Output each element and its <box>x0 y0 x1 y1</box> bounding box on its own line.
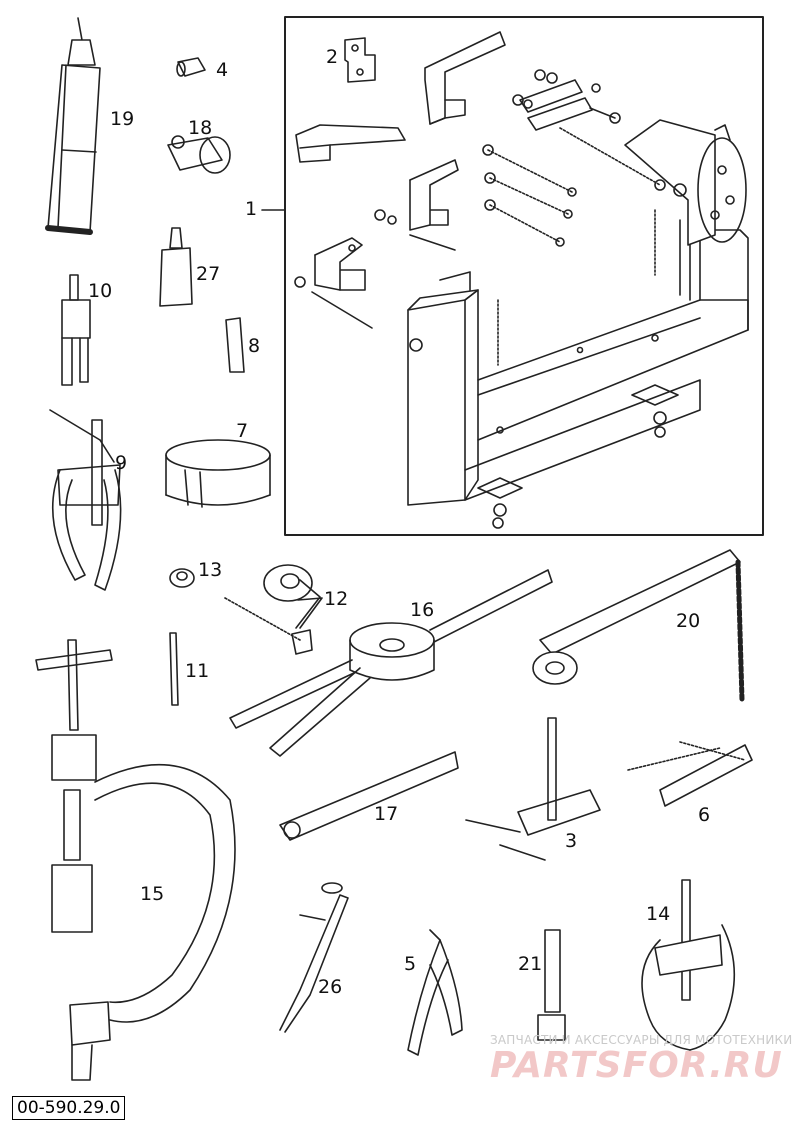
watermark-logo: PARTSFOR.RU <box>490 1045 783 1086</box>
bracket-upper <box>424 31 506 125</box>
engine-stand-frame-box <box>284 16 764 536</box>
callout-11: 11 <box>185 660 210 682</box>
callout-10: 10 <box>88 280 113 302</box>
engine-stand-base <box>407 219 749 506</box>
callout-12: 12 <box>324 588 349 610</box>
callout-15: 15 <box>140 883 165 905</box>
part-12-bush-bolt <box>224 564 323 655</box>
callout-20: 20 <box>676 610 701 632</box>
part-27-bottle <box>159 227 193 307</box>
callout-16: 16 <box>410 599 435 621</box>
part-15-valve-spring-compressor <box>35 639 236 1081</box>
leader-9 <box>99 439 115 463</box>
callout-21: 21 <box>518 953 543 975</box>
stud-bolts <box>294 144 656 366</box>
part-21-shaft <box>537 929 566 1041</box>
part-16-crankshaft-holder <box>229 569 553 757</box>
callout-14: 14 <box>646 903 671 925</box>
bracket-left <box>295 124 406 163</box>
callout-13: 13 <box>198 559 223 581</box>
callout-17: 17 <box>374 803 399 825</box>
part-20-chain-wrench <box>532 549 745 703</box>
callout-2: 2 <box>326 46 339 68</box>
part-26-syringe <box>279 882 349 1033</box>
bracket-mid <box>409 159 459 231</box>
callout-3: 3 <box>565 830 578 852</box>
callout-6: 6 <box>698 804 711 826</box>
part-17-lever <box>279 751 459 841</box>
callout-26: 26 <box>318 976 343 998</box>
part-14-puller <box>641 879 736 1051</box>
watermark-caption: ЗАПЧАСТИ И АКСЕССУАРЫ ДЛЯ МОТОТЕХНИКИ <box>490 1033 793 1047</box>
bracket-lower <box>314 237 366 291</box>
bracket-2 <box>344 37 376 83</box>
callout-5: 5 <box>404 953 417 975</box>
callout-4: 4 <box>216 59 229 81</box>
part-5-pliers <box>407 929 463 1056</box>
part-3-puller-tool <box>465 717 601 861</box>
callout-27: 27 <box>196 263 221 285</box>
callout-1: 1 <box>245 198 258 220</box>
callout-9: 9 <box>115 452 128 474</box>
callout-19: 19 <box>110 108 135 130</box>
leader-12 <box>295 579 321 629</box>
part-4-plug <box>176 57 206 77</box>
feet <box>477 384 679 529</box>
callout-18: 18 <box>188 117 213 139</box>
part-7-ring <box>165 439 271 508</box>
link-plates <box>512 69 666 191</box>
part-9-gear-puller <box>49 409 122 591</box>
part-13-nut <box>169 568 195 588</box>
engine-mount-plate <box>624 119 747 246</box>
part-19-sealant-tube <box>45 17 101 235</box>
callout-8: 8 <box>248 335 261 357</box>
part-10-puller <box>61 274 91 386</box>
diagram-id: 00-590.29.0 <box>12 1096 126 1120</box>
part-11-pin <box>169 632 179 706</box>
callout-7: 7 <box>236 420 249 442</box>
part-6-clamp-plate <box>627 741 753 807</box>
part-18-adapter <box>167 135 231 174</box>
part-8-bit <box>225 317 245 373</box>
